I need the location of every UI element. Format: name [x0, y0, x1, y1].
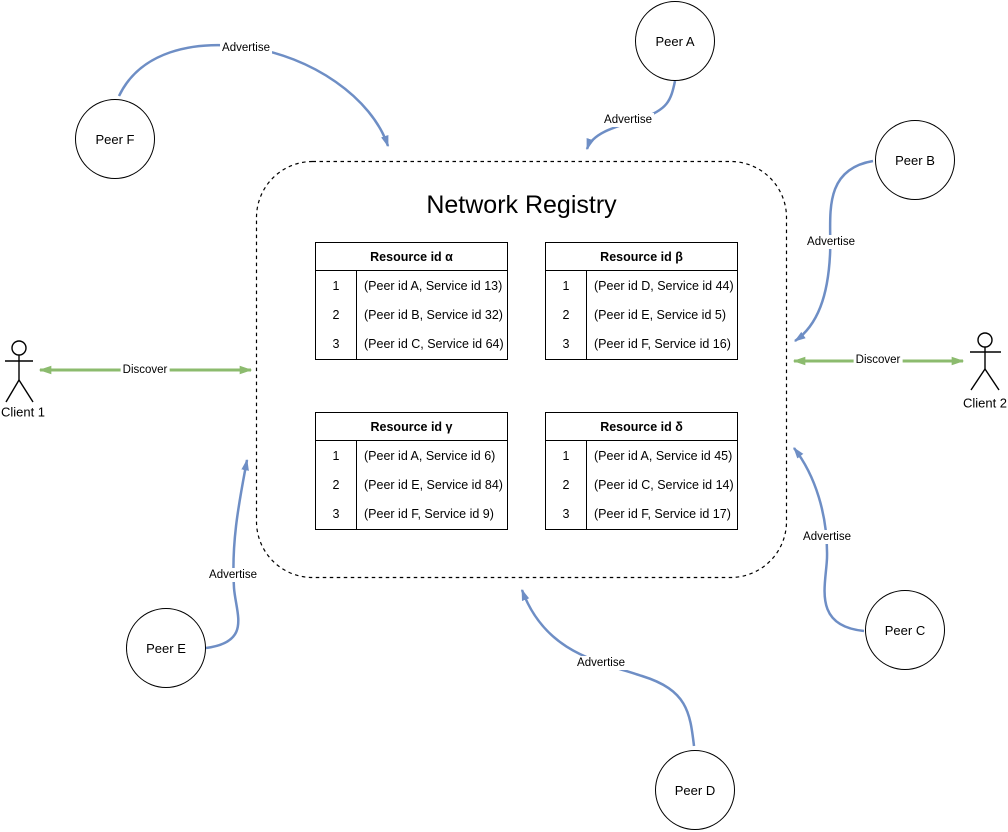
peer-node-b: Peer B — [875, 120, 955, 200]
row-entry: (Peer id A, Service id 13) — [364, 278, 503, 293]
row-index: 3 — [316, 499, 357, 529]
table-row: 2 (Peer id E, Service id 84) — [316, 470, 507, 500]
table-row: 3 (Peer id F, Service id 17) — [546, 499, 737, 529]
advertise-arrow-peer-f — [117, 43, 390, 148]
table-row: 3 (Peer id F, Service id 9) — [316, 499, 507, 529]
row-index: 3 — [316, 329, 357, 359]
peer-b-label: Peer B — [895, 152, 935, 168]
row-entry: (Peer id F, Service id 9) — [364, 507, 494, 522]
advertise-label-peer-b: Advertise — [805, 235, 857, 249]
resource-table-delta: Resource id δ 1 (Peer id A, Service id 4… — [545, 412, 738, 530]
registry-title: Network Registry — [426, 191, 617, 219]
row-entry: (Peer id B, Service id 32) — [364, 307, 503, 322]
peer-node-c: Peer C — [865, 590, 945, 670]
discover-label-client-1: Discover — [120, 363, 170, 377]
client-1-label: Client 1 — [0, 404, 46, 420]
row-index: 1 — [316, 441, 357, 471]
peer-a-label: Peer A — [655, 33, 695, 49]
advertise-arrow-peer-e — [205, 458, 249, 650]
row-index: 1 — [316, 271, 357, 301]
row-index: 2 — [546, 470, 587, 500]
table-row: 1 (Peer id D, Service id 44) — [546, 271, 737, 301]
peer-node-d: Peer D — [655, 750, 735, 830]
resource-table-delta-header: Resource id δ — [546, 413, 737, 441]
client-2-stick-figure-icon — [970, 332, 1001, 391]
table-row: 3 (Peer id C, Service id 64) — [316, 329, 507, 359]
row-index: 3 — [546, 329, 587, 359]
table-row: 2 (Peer id B, Service id 32) — [316, 300, 507, 330]
advertise-label-peer-a: Advertise — [602, 113, 654, 127]
advertise-label-peer-f: Advertise — [220, 41, 272, 55]
client-2-label: Client 2 — [962, 395, 1008, 411]
table-row: 2 (Peer id C, Service id 14) — [546, 470, 737, 500]
row-entry: (Peer id A, Service id 6) — [364, 448, 496, 463]
row-entry: (Peer id F, Service id 17) — [594, 507, 731, 522]
row-entry: (Peer id E, Service id 84) — [364, 477, 503, 492]
table-row: 3 (Peer id F, Service id 16) — [546, 329, 737, 359]
advertise-label-peer-e: Advertise — [207, 568, 259, 582]
row-index: 1 — [546, 271, 587, 301]
advertise-arrow-peer-c — [793, 447, 865, 633]
row-entry: (Peer id D, Service id 44) — [594, 278, 734, 293]
row-entry: (Peer id E, Service id 5) — [594, 307, 726, 322]
row-index: 2 — [546, 300, 587, 330]
peer-d-label: Peer D — [674, 782, 716, 798]
client-1-stick-figure-icon — [5, 340, 34, 403]
advertise-label-peer-d: Advertise — [575, 656, 627, 670]
peer-node-e: Peer E — [126, 608, 206, 688]
peer-node-a: Peer A — [635, 1, 715, 81]
row-entry: (Peer id C, Service id 64) — [364, 337, 504, 352]
resource-table-beta: Resource id β 1 (Peer id D, Service id 4… — [545, 242, 738, 360]
row-index: 2 — [316, 470, 357, 500]
peer-node-f: Peer F — [75, 99, 155, 179]
peer-c-label: Peer C — [884, 622, 926, 638]
peer-e-label: Peer E — [146, 640, 186, 656]
table-row: 1 (Peer id A, Service id 45) — [546, 441, 737, 471]
row-index: 2 — [316, 300, 357, 330]
table-row: 2 (Peer id E, Service id 5) — [546, 300, 737, 330]
table-row: 1 (Peer id A, Service id 6) — [316, 441, 507, 471]
table-row: 1 (Peer id A, Service id 13) — [316, 271, 507, 301]
resource-table-beta-header: Resource id β — [546, 243, 737, 271]
network-registry-boundary — [255, 160, 788, 579]
resource-table-alpha: Resource id α 1 (Peer id A, Service id 1… — [315, 242, 508, 360]
row-entry: (Peer id A, Service id 45) — [594, 448, 733, 463]
resource-table-gamma-header: Resource id γ — [316, 413, 507, 441]
discover-label-client-2: Discover — [853, 353, 903, 367]
resource-table-alpha-header: Resource id α — [316, 243, 507, 271]
advertise-label-peer-c: Advertise — [801, 530, 853, 544]
row-index: 3 — [546, 499, 587, 529]
peer-f-label: Peer F — [95, 131, 135, 147]
row-entry: (Peer id C, Service id 14) — [594, 477, 734, 492]
advertise-arrow-peer-b — [794, 159, 874, 343]
row-entry: (Peer id F, Service id 16) — [594, 337, 731, 352]
advertise-arrow-peer-d — [520, 588, 696, 747]
row-index: 1 — [546, 441, 587, 471]
resource-table-gamma: Resource id γ 1 (Peer id A, Service id 6… — [315, 412, 508, 530]
